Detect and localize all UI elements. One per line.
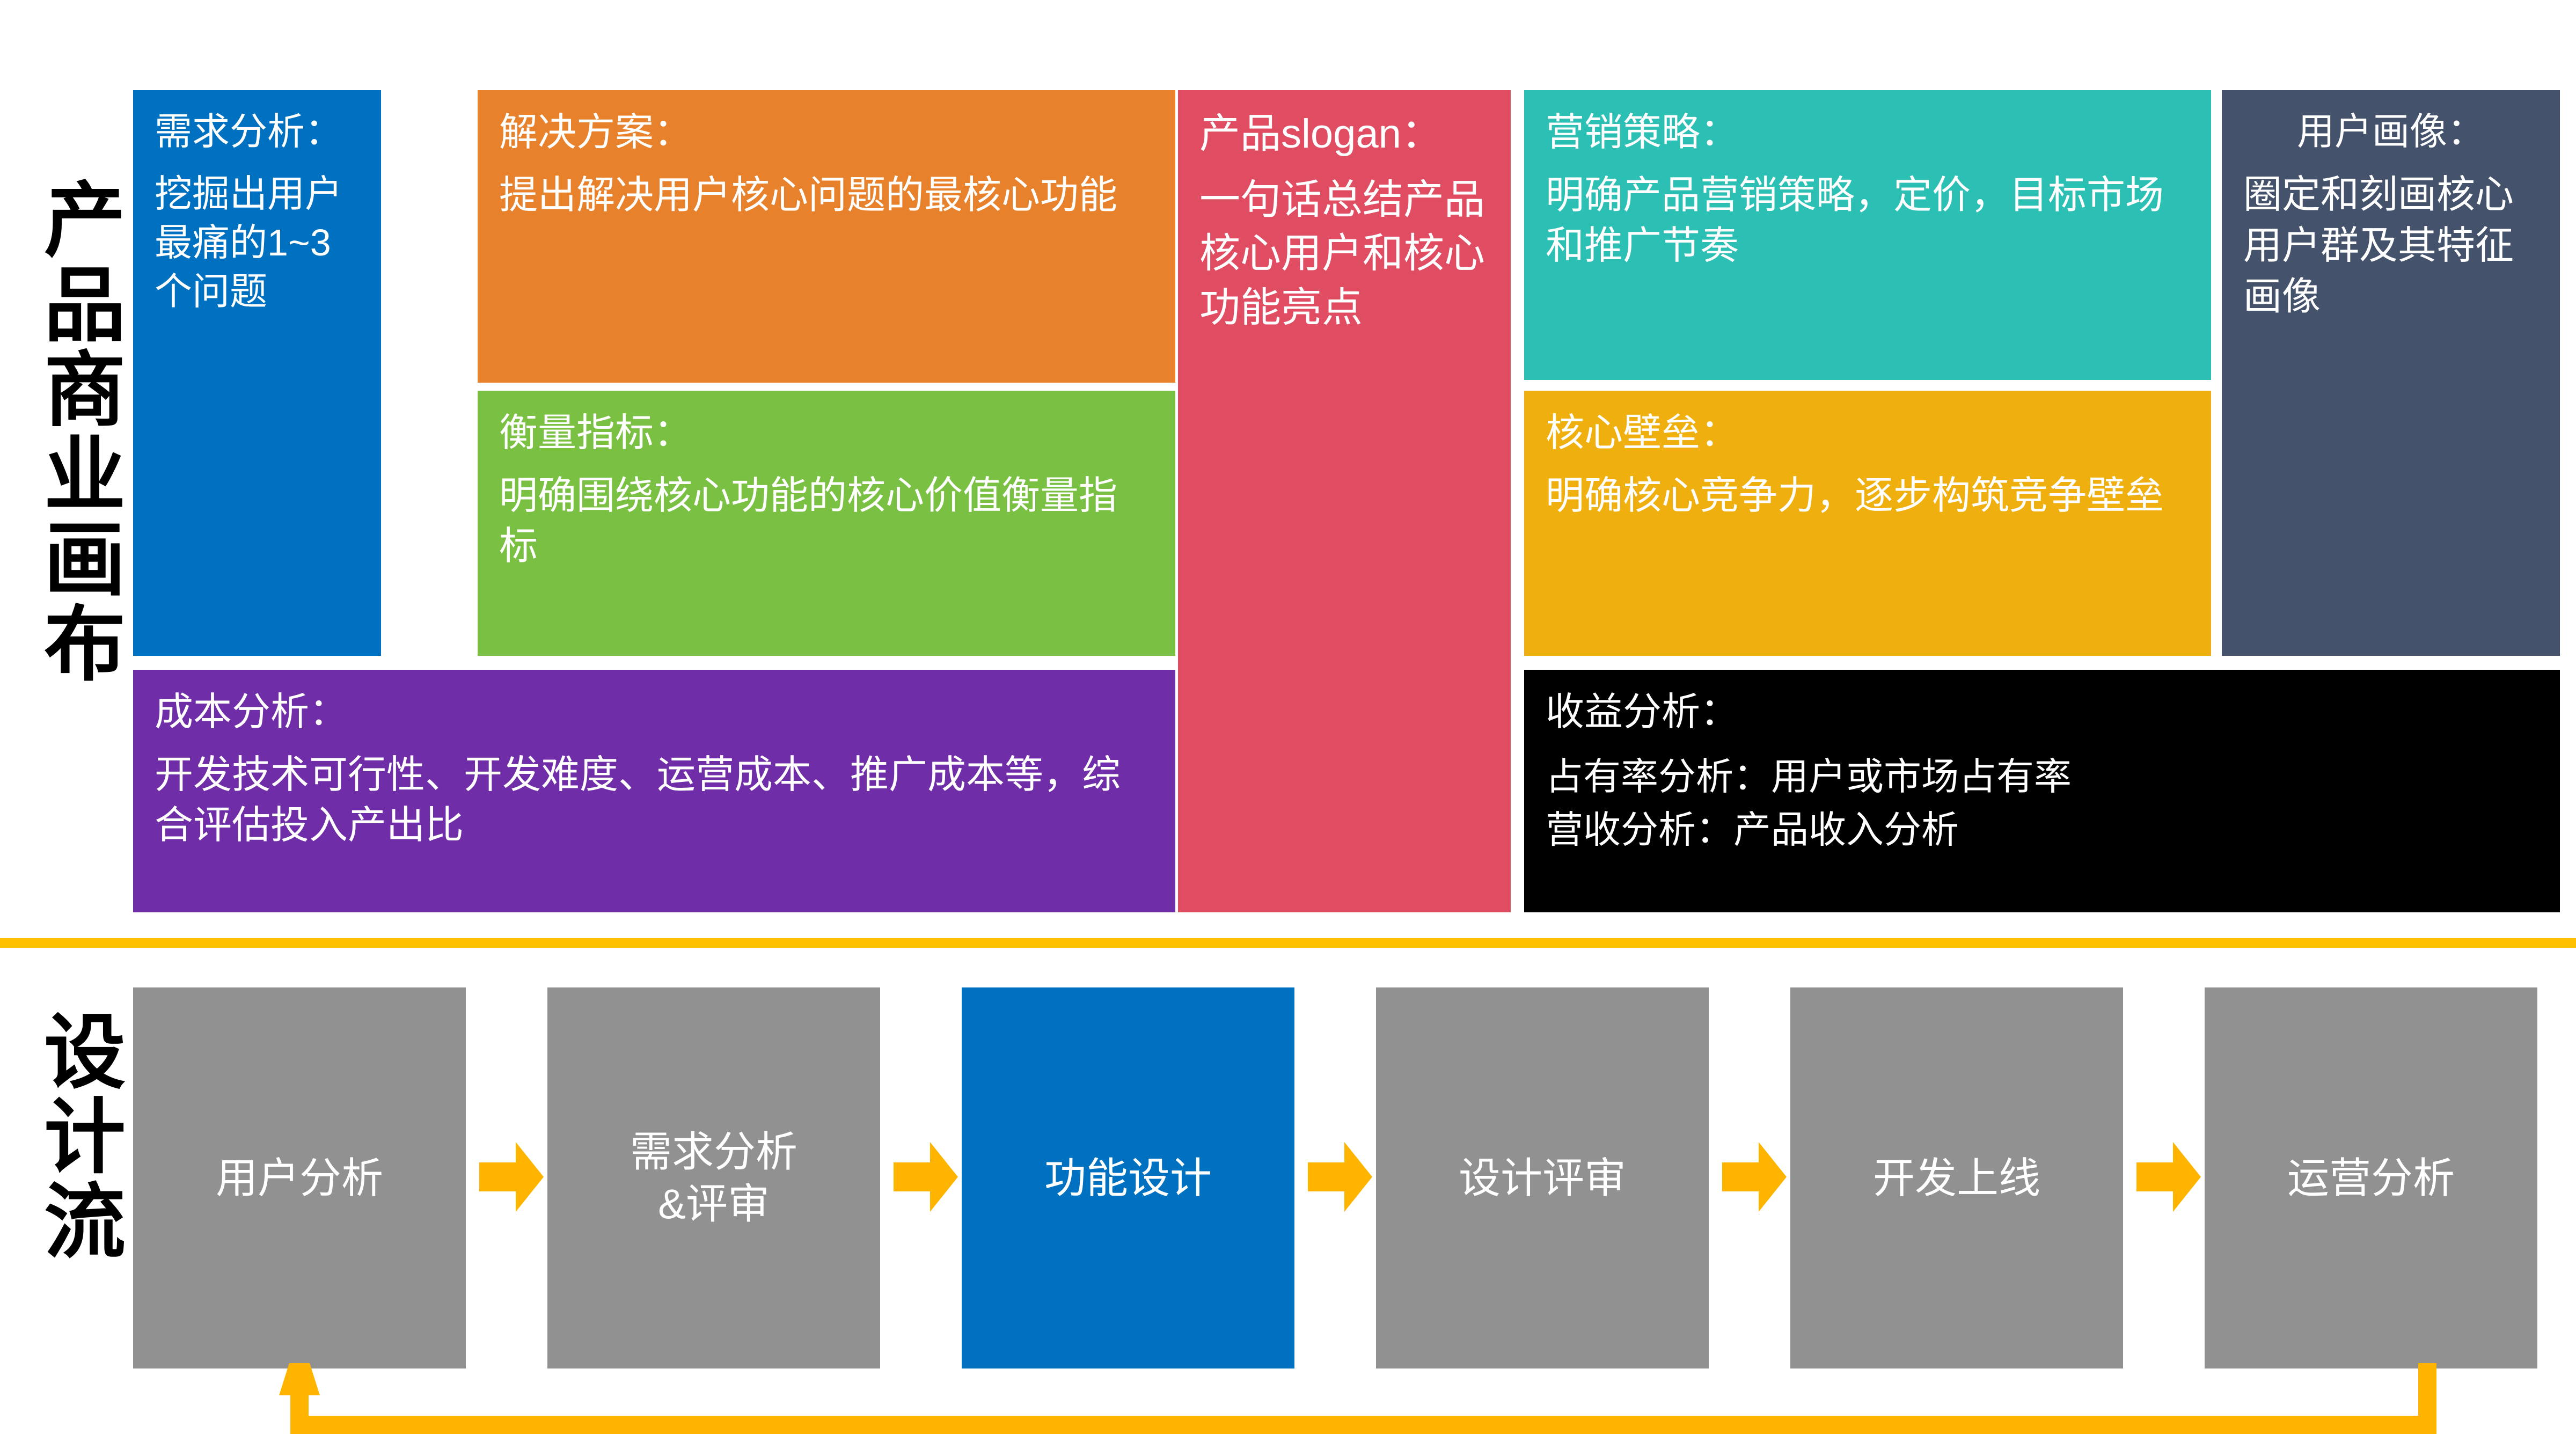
flow-step-label: 功能设计 — [1044, 1154, 1212, 1202]
card-title: 收益分析： — [1546, 691, 1739, 734]
card-body: 开发技术可行性、开发难度、运营成本、推广成本等，综合评估投入产出比 — [155, 753, 1121, 847]
canvas-card-core-moat[interactable]: 核心壁垒： 明确核心竞争力，逐步构筑竞争壁垒 — [1524, 391, 2211, 656]
flow-step-feature-design[interactable]: 功能设计 — [962, 987, 1294, 1368]
flow-step-development-launch[interactable]: 开发上线 — [1790, 987, 2123, 1368]
section-divider — [0, 938, 2576, 948]
flow-step-design-review[interactable]: 设计评审 — [1376, 987, 1709, 1368]
flow-step-operations-analysis[interactable]: 运营分析 — [2205, 987, 2537, 1368]
flow-step-label: 开发上线 — [1872, 1154, 2040, 1202]
card-title: 衡量指标： — [499, 412, 693, 455]
canvas-card-product-slogan[interactable]: 产品slogan： 一句话总结产品核心用户和核心功能亮点 — [1178, 90, 1511, 912]
canvas-card-metrics[interactable]: 衡量指标： 明确围绕核心功能的核心价值衡量指标 — [478, 391, 1175, 656]
flow-arrow-right-icon — [1722, 1142, 1787, 1212]
canvas-card-marketing-strategy[interactable]: 营销策略： 明确产品营销策略，定价，目标市场和推广节奏 — [1524, 90, 2211, 380]
canvas-card-demand-analysis[interactable]: 需求分析： 挖掘出用户最痛的1~3个问题 — [133, 90, 381, 656]
card-title: 成本分析： — [155, 691, 348, 734]
card-body: 明确核心竞争力，逐步构筑竞争壁垒 — [1546, 474, 2164, 517]
section-label-design-flow: 设计流 — [32, 1009, 123, 1263]
card-title: 需求分析： — [155, 111, 342, 152]
canvas-card-user-persona[interactable]: 用户画像： 圈定和刻画核心用户群及其特征画像 — [2222, 90, 2560, 656]
card-body: 明确产品营销策略，定价，目标市场和推广节奏 — [1546, 174, 2164, 267]
flow-arrow-right-icon — [894, 1142, 958, 1212]
card-title: 用户画像： — [2297, 111, 2485, 152]
card-body: 明确围绕核心功能的核心价值衡量指标 — [499, 474, 1118, 568]
card-body: 一句话总结产品核心用户和核心功能亮点 — [1199, 177, 1485, 331]
card-title: 核心壁垒： — [1546, 412, 1739, 455]
flow-step-label: 需求分析 &评审 — [630, 1128, 797, 1227]
flow-feedback-loop-arrow-icon — [258, 1363, 2436, 1449]
card-body: 占有率分析：用户或市场占有率 营收分析：产品收入分析 — [1546, 756, 2072, 851]
flow-step-label: 运营分析 — [2287, 1154, 2455, 1202]
canvas-card-solution[interactable]: 解决方案： 提出解决用户核心问题的最核心功能 — [478, 90, 1175, 383]
flow-arrow-right-icon — [2136, 1142, 2201, 1212]
flow-step-requirement-analysis-review[interactable]: 需求分析 &评审 — [547, 987, 880, 1368]
section-label-product-business-canvas: 产品商业画布 — [32, 177, 123, 686]
flow-step-user-analysis[interactable]: 用户分析 — [133, 987, 466, 1368]
canvas-card-cost-analysis[interactable]: 成本分析： 开发技术可行性、开发难度、运营成本、推广成本等，综合评估投入产出比 — [133, 670, 1175, 912]
card-body: 圈定和刻画核心用户群及其特征画像 — [2243, 173, 2514, 318]
flow-step-label: 用户分析 — [215, 1154, 383, 1202]
card-title: 解决方案： — [499, 111, 693, 154]
flow-arrow-right-icon — [479, 1142, 544, 1212]
card-body: 提出解决用户核心问题的最核心功能 — [499, 174, 1118, 217]
flow-step-label: 设计评审 — [1458, 1154, 1626, 1202]
flow-arrow-right-icon — [1308, 1142, 1372, 1212]
card-body: 挖掘出用户最痛的1~3个问题 — [155, 172, 342, 312]
card-title: 产品slogan： — [1199, 111, 1442, 157]
canvas-card-revenue-analysis[interactable]: 收益分析： 占有率分析：用户或市场占有率 营收分析：产品收入分析 — [1524, 670, 2560, 912]
card-title: 营销策略： — [1546, 111, 1739, 154]
